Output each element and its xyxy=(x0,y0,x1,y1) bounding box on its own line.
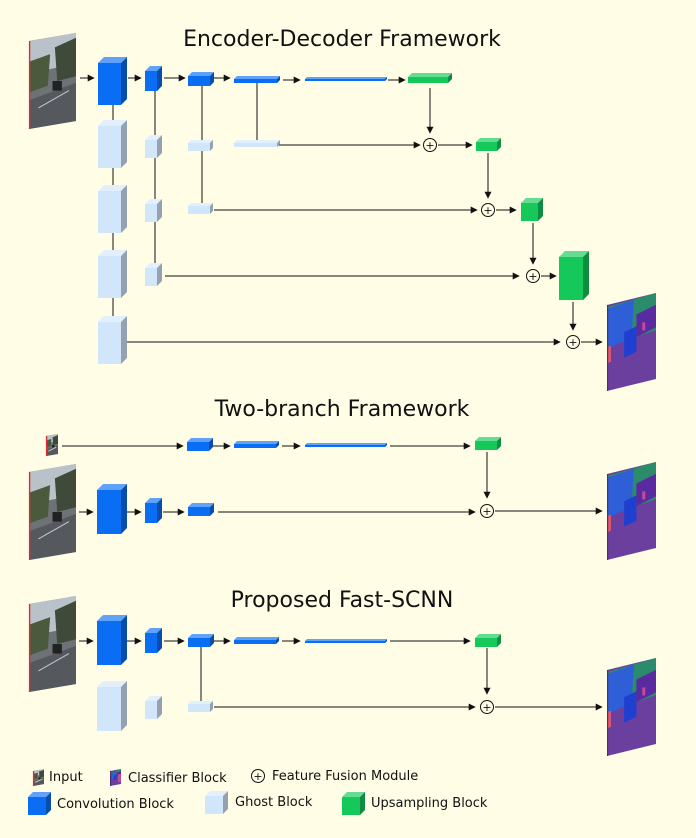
fastscnn-conv-5 xyxy=(305,639,387,643)
fastscnn-output-segmentation xyxy=(606,658,656,756)
encdec-upsample-3 xyxy=(521,198,543,221)
fastscnn-conv-1 xyxy=(97,615,127,665)
encdec-output-segmentation xyxy=(606,293,656,391)
legend-ghost-swatch xyxy=(205,791,228,814)
legend-ghost-label: Ghost Block xyxy=(235,795,313,810)
svg-text:+: + xyxy=(482,505,491,518)
fastscnn-fusion: + xyxy=(480,700,494,714)
encdec-ghost-3b xyxy=(188,203,213,214)
encdec-ghost-1b xyxy=(98,185,127,233)
svg-text:+: + xyxy=(483,204,492,217)
svg-text:+: + xyxy=(568,336,577,349)
encdec-conv-block-4 xyxy=(234,76,280,83)
fastscnn-conv-4 xyxy=(234,637,279,644)
twobranch-conv-top-2 xyxy=(234,441,279,448)
title-encoder-decoder: Encoder-Decoder Framework xyxy=(183,27,501,52)
svg-text:+: + xyxy=(253,770,262,783)
fastscnn-ghost-3 xyxy=(188,701,213,712)
twobranch-conv-bot-3 xyxy=(188,503,214,516)
legend-input-thumb xyxy=(32,769,44,786)
encdec-ghost-1a xyxy=(98,120,127,168)
twobranch-input-large xyxy=(28,464,76,560)
twobranch-output-segmentation xyxy=(606,462,656,560)
encdec-upsample-1 xyxy=(408,73,452,83)
legend-convolution-label: Convolution Block xyxy=(57,797,174,812)
twobranch-fusion: + xyxy=(480,504,494,518)
encdec-conv-block-5 xyxy=(305,77,387,81)
encdec-ghost-1d xyxy=(98,316,127,364)
encdec-fusion-3: + xyxy=(526,269,540,283)
legend-classifier-swatch xyxy=(109,769,121,786)
legend: Input Classifier Block + Feature Fusion … xyxy=(28,769,488,815)
encdec-input-image xyxy=(28,33,76,129)
legend-ghost-block xyxy=(205,791,228,814)
encdec-fusion-1: + xyxy=(423,138,437,152)
fastscnn-ghost-1 xyxy=(97,681,127,731)
title-two-branch: Two-branch Framework xyxy=(214,397,470,422)
fastscnn-upsample xyxy=(475,634,501,647)
legend-classifier-thumb xyxy=(109,769,121,786)
legend-input-swatch xyxy=(32,769,44,786)
svg-text:+: + xyxy=(528,270,537,283)
encdec-conv-block-2 xyxy=(145,66,162,91)
legend-classifier-label: Classifier Block xyxy=(128,771,227,786)
encdec-fusion-2: + xyxy=(481,203,495,217)
svg-text:+: + xyxy=(425,139,434,152)
fastscnn-conv-3 xyxy=(188,634,214,647)
svg-text:+: + xyxy=(482,701,491,714)
encdec-ghost-3a xyxy=(188,140,213,151)
legend-upsampling-block xyxy=(342,792,365,815)
encdec-ghost-2c xyxy=(145,263,162,286)
legend-conv-block xyxy=(28,792,51,815)
legend-upsampling-swatch xyxy=(342,792,365,815)
fastscnn-ghost-2 xyxy=(145,696,162,719)
legend-convolution-swatch xyxy=(28,792,51,815)
encdec-conv-block-3 xyxy=(188,72,214,86)
encdec-ghost-2a xyxy=(145,135,162,158)
twobranch-conv-top-1 xyxy=(187,438,213,451)
legend-upsampling-label: Upsampling Block xyxy=(371,796,488,811)
twobranch-input-small xyxy=(45,434,58,456)
encdec-fusion-4: + xyxy=(566,335,580,349)
encdec-upsample-2 xyxy=(476,138,501,151)
fastscnn-conv-2 xyxy=(145,628,162,653)
twobranch-upsample xyxy=(475,437,501,450)
encdec-ghost-1c xyxy=(98,250,127,298)
twobranch-conv-bot-2 xyxy=(145,498,162,523)
twobranch-conv-bot-1 xyxy=(97,484,127,534)
legend-fusion-swatch: + xyxy=(251,769,265,783)
legend-input-label: Input xyxy=(49,770,83,785)
encdec-ghost-2b xyxy=(145,199,162,222)
twobranch-conv-top-3 xyxy=(305,443,387,447)
encdec-ghost-4a xyxy=(234,140,280,147)
encdec-conv-block-1 xyxy=(98,57,127,105)
encdec-upsample-4 xyxy=(559,251,589,300)
legend-fusion-label: Feature Fusion Module xyxy=(272,769,418,784)
title-fast-scnn: Proposed Fast-SCNN xyxy=(231,588,454,613)
fastscnn-input-image xyxy=(28,596,76,692)
